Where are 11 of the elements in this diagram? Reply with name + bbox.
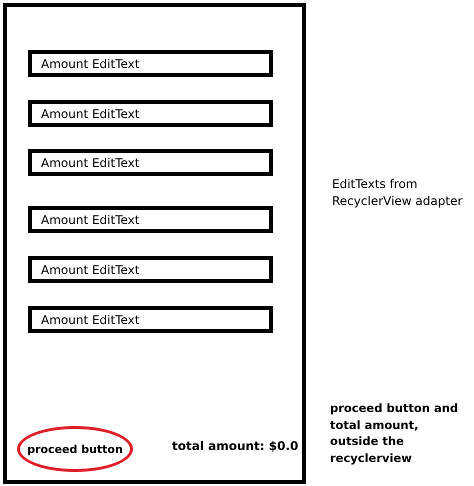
total-amount-text: total amount: $0.0 [172,438,298,455]
input-field: Amount EditText [28,149,273,176]
input-field: Amount EditText [28,100,273,127]
annotation-text: proceed button and total amount, outside the recyclerview [330,400,460,467]
proceed-button: proceed button [17,426,133,472]
input-field: Amount EditText [28,306,273,333]
annotation-text: EditTexts from RecyclerView adapter [332,176,464,210]
input-field: Amount EditText [28,50,273,77]
input-field: Amount EditText [28,206,273,233]
input-field: Amount EditText [28,256,273,283]
phone-screen-frame [3,3,306,484]
